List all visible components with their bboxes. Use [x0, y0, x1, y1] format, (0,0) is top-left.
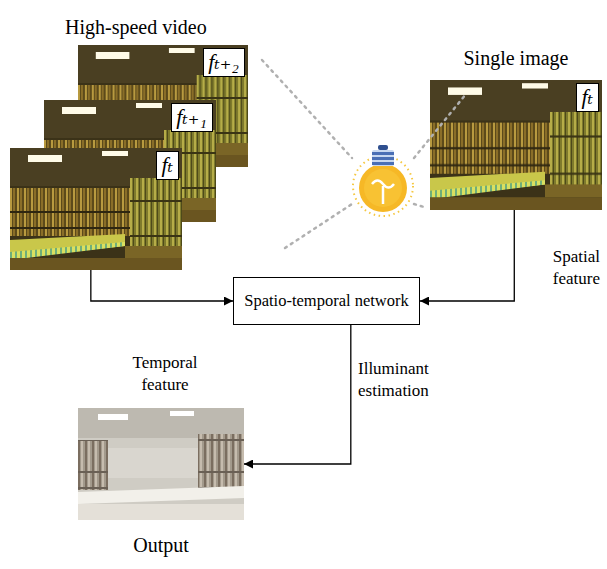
image-frame: Single imagefₜ	[430, 80, 602, 210]
flow-arrow	[91, 270, 233, 301]
box-label: Spatio-temporal network	[238, 291, 415, 311]
dotted-ray	[262, 60, 466, 248]
flow-arrow	[420, 210, 514, 301]
output-image	[78, 408, 244, 520]
light-bulb	[353, 145, 413, 216]
video-frame-image	[10, 148, 182, 270]
edge-label: Temporal feature	[110, 352, 220, 396]
edge-label: Illuminant estimation	[358, 358, 478, 402]
image-heading: Output	[58, 534, 264, 557]
flow-arrow	[244, 325, 351, 464]
video-frame: fₜ₊₁	[44, 100, 216, 222]
group-heading: High-speed video	[65, 16, 207, 39]
edge-label: Spatial feature	[522, 246, 600, 290]
frame-index: fₜ	[576, 83, 599, 112]
process-box: Spatio-temporal network	[233, 277, 420, 325]
video-frame: fₜ₊₂	[78, 45, 248, 167]
video-frame: fₜ	[10, 148, 182, 270]
image-heading: Single image	[410, 47, 607, 70]
single-image	[430, 80, 602, 210]
output-frame: Output	[78, 408, 244, 520]
frame-index: fₜ₊₂	[203, 48, 245, 77]
frame-index: fₜ	[156, 151, 179, 180]
frame-index: fₜ₊₁	[171, 103, 213, 132]
